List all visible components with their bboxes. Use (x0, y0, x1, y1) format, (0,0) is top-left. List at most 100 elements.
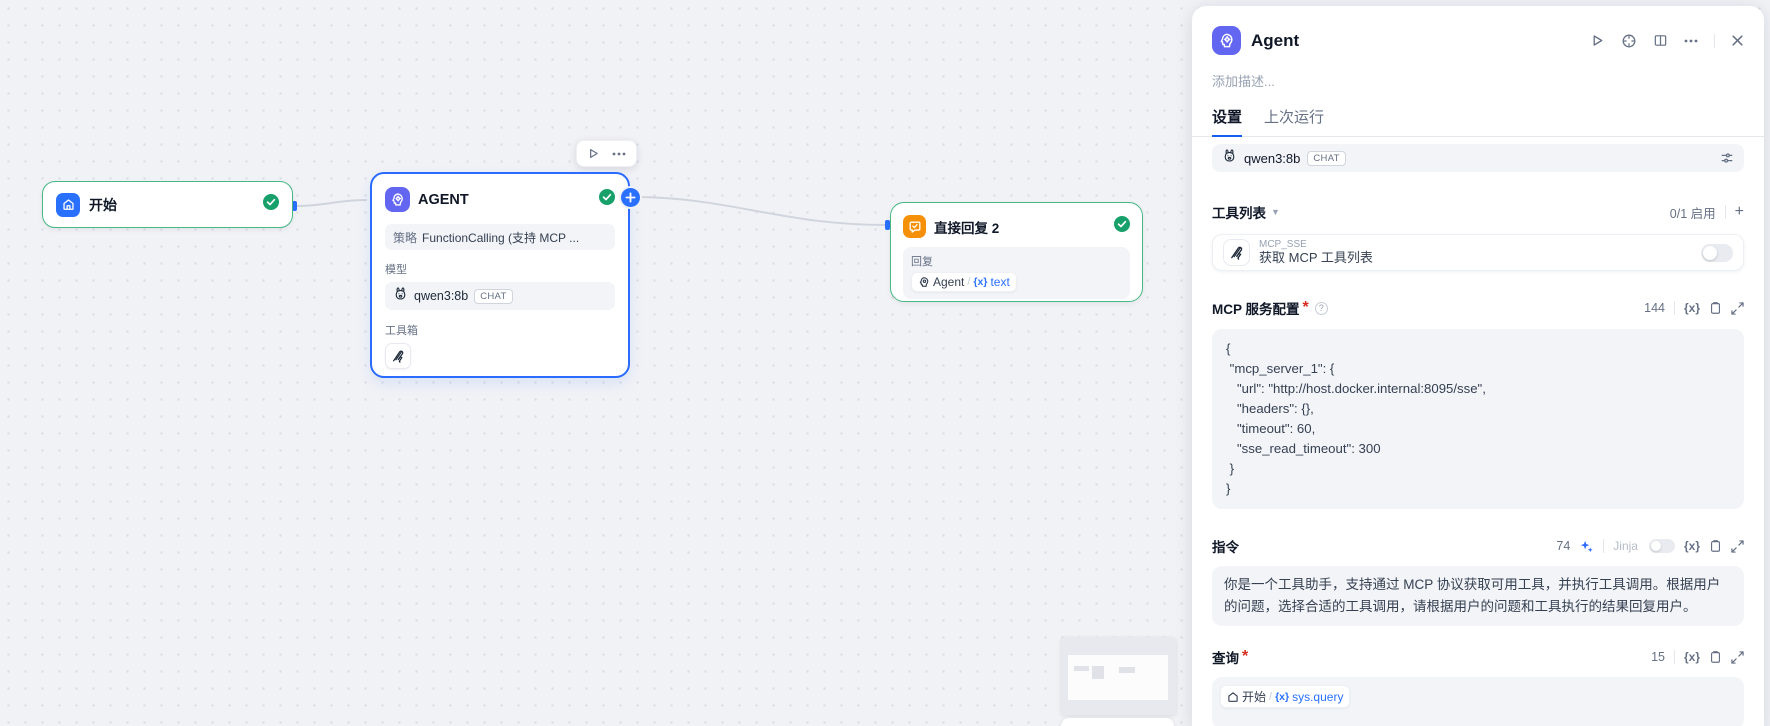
mcp-config-code: { "mcp_server_1": { "url": "http://host.… (1226, 341, 1486, 496)
agent-icon (1212, 26, 1241, 55)
variable-separator: / (967, 276, 971, 288)
model-name: qwen3:8b (1244, 150, 1301, 166)
variable-node-name: Agent (933, 275, 965, 289)
split-view-icon[interactable] (1653, 33, 1668, 48)
model-selector[interactable]: qwen3:8b CHAT (1212, 144, 1744, 172)
agent-model-field[interactable]: qwen3:8b CHAT (385, 282, 615, 310)
variable-name: sys.query (1292, 689, 1344, 704)
direct-reply-node[interactable]: 直接回复 2 回复 Agent / {x} text (890, 202, 1143, 302)
help-icon[interactable]: ? (1314, 301, 1328, 315)
copy-icon[interactable] (1709, 301, 1722, 315)
agent-config-panel: Agent 添加描述... (1192, 6, 1764, 726)
variable-pill[interactable]: 开始 / {x} sys.query (1220, 685, 1351, 708)
add-tool-button[interactable]: + (1734, 203, 1744, 220)
minimap-node (1119, 667, 1135, 673)
mcp-config-title: MCP 服务配置 (1212, 302, 1300, 317)
divider (1673, 650, 1675, 664)
char-count: 15 (1651, 650, 1665, 664)
reply-field-label: 回复 (911, 256, 933, 268)
more-icon[interactable] (612, 152, 626, 156)
expand-icon[interactable] (1731, 301, 1744, 315)
success-check-icon (1114, 216, 1130, 237)
required-star: * (1302, 299, 1309, 316)
home-mini-icon (1228, 691, 1238, 702)
agent-node[interactable]: AGENT 策略 FunctionCalling (支持 MCP ... 模型 … (370, 172, 630, 378)
success-check-icon (599, 189, 615, 210)
minimap-viewport[interactable] (1068, 655, 1168, 700)
play-icon[interactable] (1590, 33, 1605, 48)
panel-title[interactable]: Agent (1251, 30, 1300, 50)
insert-variable-icon[interactable]: {x} (1683, 301, 1700, 315)
model-type-badge: CHAT (474, 288, 513, 304)
minimap[interactable] (1061, 637, 1176, 715)
divider (1714, 33, 1715, 48)
divider (1603, 539, 1605, 553)
add-next-node-button[interactable] (621, 188, 640, 207)
edge-agent-to-reply (632, 196, 888, 226)
crosshair-icon[interactable] (1621, 33, 1637, 49)
tab-last-run[interactable]: 上次运行 (1264, 109, 1325, 126)
edge-start-to-agent (295, 199, 367, 207)
ai-generate-icon[interactable] (1579, 539, 1594, 554)
minimap-node (1074, 666, 1089, 671)
expand-icon[interactable] (1731, 539, 1744, 553)
more-icon[interactable] (1684, 39, 1698, 43)
jinja-toggle[interactable] (1648, 539, 1675, 553)
close-icon[interactable] (1731, 34, 1744, 47)
agent-node-title: AGENT (418, 191, 469, 208)
toolbox-label: 工具箱 (385, 325, 418, 337)
instruction-title: 指令 (1212, 540, 1239, 555)
ollama-model-icon (393, 286, 408, 306)
variable-node-name: 开始 (1242, 690, 1267, 704)
play-icon[interactable] (587, 147, 600, 160)
required-star: * (1242, 648, 1249, 665)
strategy-value: FunctionCalling (支持 MCP ... (422, 230, 580, 245)
variable-x-icon: {x} (973, 276, 988, 288)
copy-icon[interactable] (1709, 650, 1722, 664)
tool-list-title: 工具列表 (1212, 206, 1266, 221)
model-params-icon[interactable] (1720, 151, 1734, 165)
reply-icon (903, 215, 926, 238)
node-toolbar (576, 140, 637, 167)
variable-x-icon: {x} (1275, 690, 1290, 703)
query-title: 查询 (1212, 651, 1239, 666)
char-count: 144 (1644, 301, 1665, 315)
reply-field: 回复 Agent / {x} text (903, 247, 1130, 299)
tool-description: 获取 MCP 工具列表 (1259, 249, 1373, 265)
insert-variable-icon[interactable]: {x} (1683, 539, 1700, 553)
tool-enable-toggle[interactable] (1701, 243, 1733, 262)
divider (1673, 301, 1675, 315)
query-editor[interactable]: 开始 / {x} sys.query (1212, 677, 1744, 726)
home-icon (56, 192, 80, 217)
success-check-icon (263, 194, 279, 215)
mcp-tool-icon[interactable] (385, 343, 411, 369)
tool-item-mcp-sse[interactable]: MCP_SSE 获取 MCP 工具列表 (1212, 234, 1744, 271)
variable-name: text (990, 275, 1010, 289)
expand-icon[interactable] (1731, 650, 1744, 664)
jinja-label: Jinja (1613, 539, 1638, 553)
mcp-config-editor[interactable]: { "mcp_server_1": { "url": "http://host.… (1212, 329, 1744, 509)
instruction-editor[interactable]: 你是一个工具助手，支持通过 MCP 协议获取可用工具，并执行工具调用。根据用户的… (1212, 566, 1744, 626)
chevron-down-icon[interactable]: ▼ (1271, 207, 1280, 217)
variable-separator: / (1269, 690, 1273, 703)
variable-pill[interactable]: Agent / {x} text (911, 272, 1017, 292)
insert-variable-icon[interactable]: {x} (1683, 650, 1700, 664)
agent-strategy-field[interactable]: 策略 FunctionCalling (支持 MCP ... (385, 224, 615, 250)
start-node-title: 开始 (89, 196, 117, 213)
zoom-controls[interactable] (1061, 718, 1174, 726)
tab-settings[interactable]: 设置 (1212, 106, 1243, 137)
mcp-tool-icon (1223, 239, 1250, 266)
description-input[interactable]: 添加描述... (1212, 74, 1275, 89)
tools-enabled-count: 0/1 启用 (1669, 206, 1716, 221)
strategy-label: 策略 (393, 230, 418, 245)
start-node[interactable]: 开始 (42, 181, 293, 228)
model-type-badge: CHAT (1307, 150, 1346, 166)
char-count: 74 (1556, 539, 1571, 553)
divider (1724, 205, 1726, 219)
panel-tabs: 设置 上次运行 (1192, 106, 1764, 137)
agent-mini-icon (919, 277, 929, 287)
agent-icon (385, 187, 410, 212)
minimap-node (1092, 666, 1104, 679)
reply-node-title: 直接回复 2 (934, 220, 1000, 236)
copy-icon[interactable] (1709, 539, 1722, 553)
